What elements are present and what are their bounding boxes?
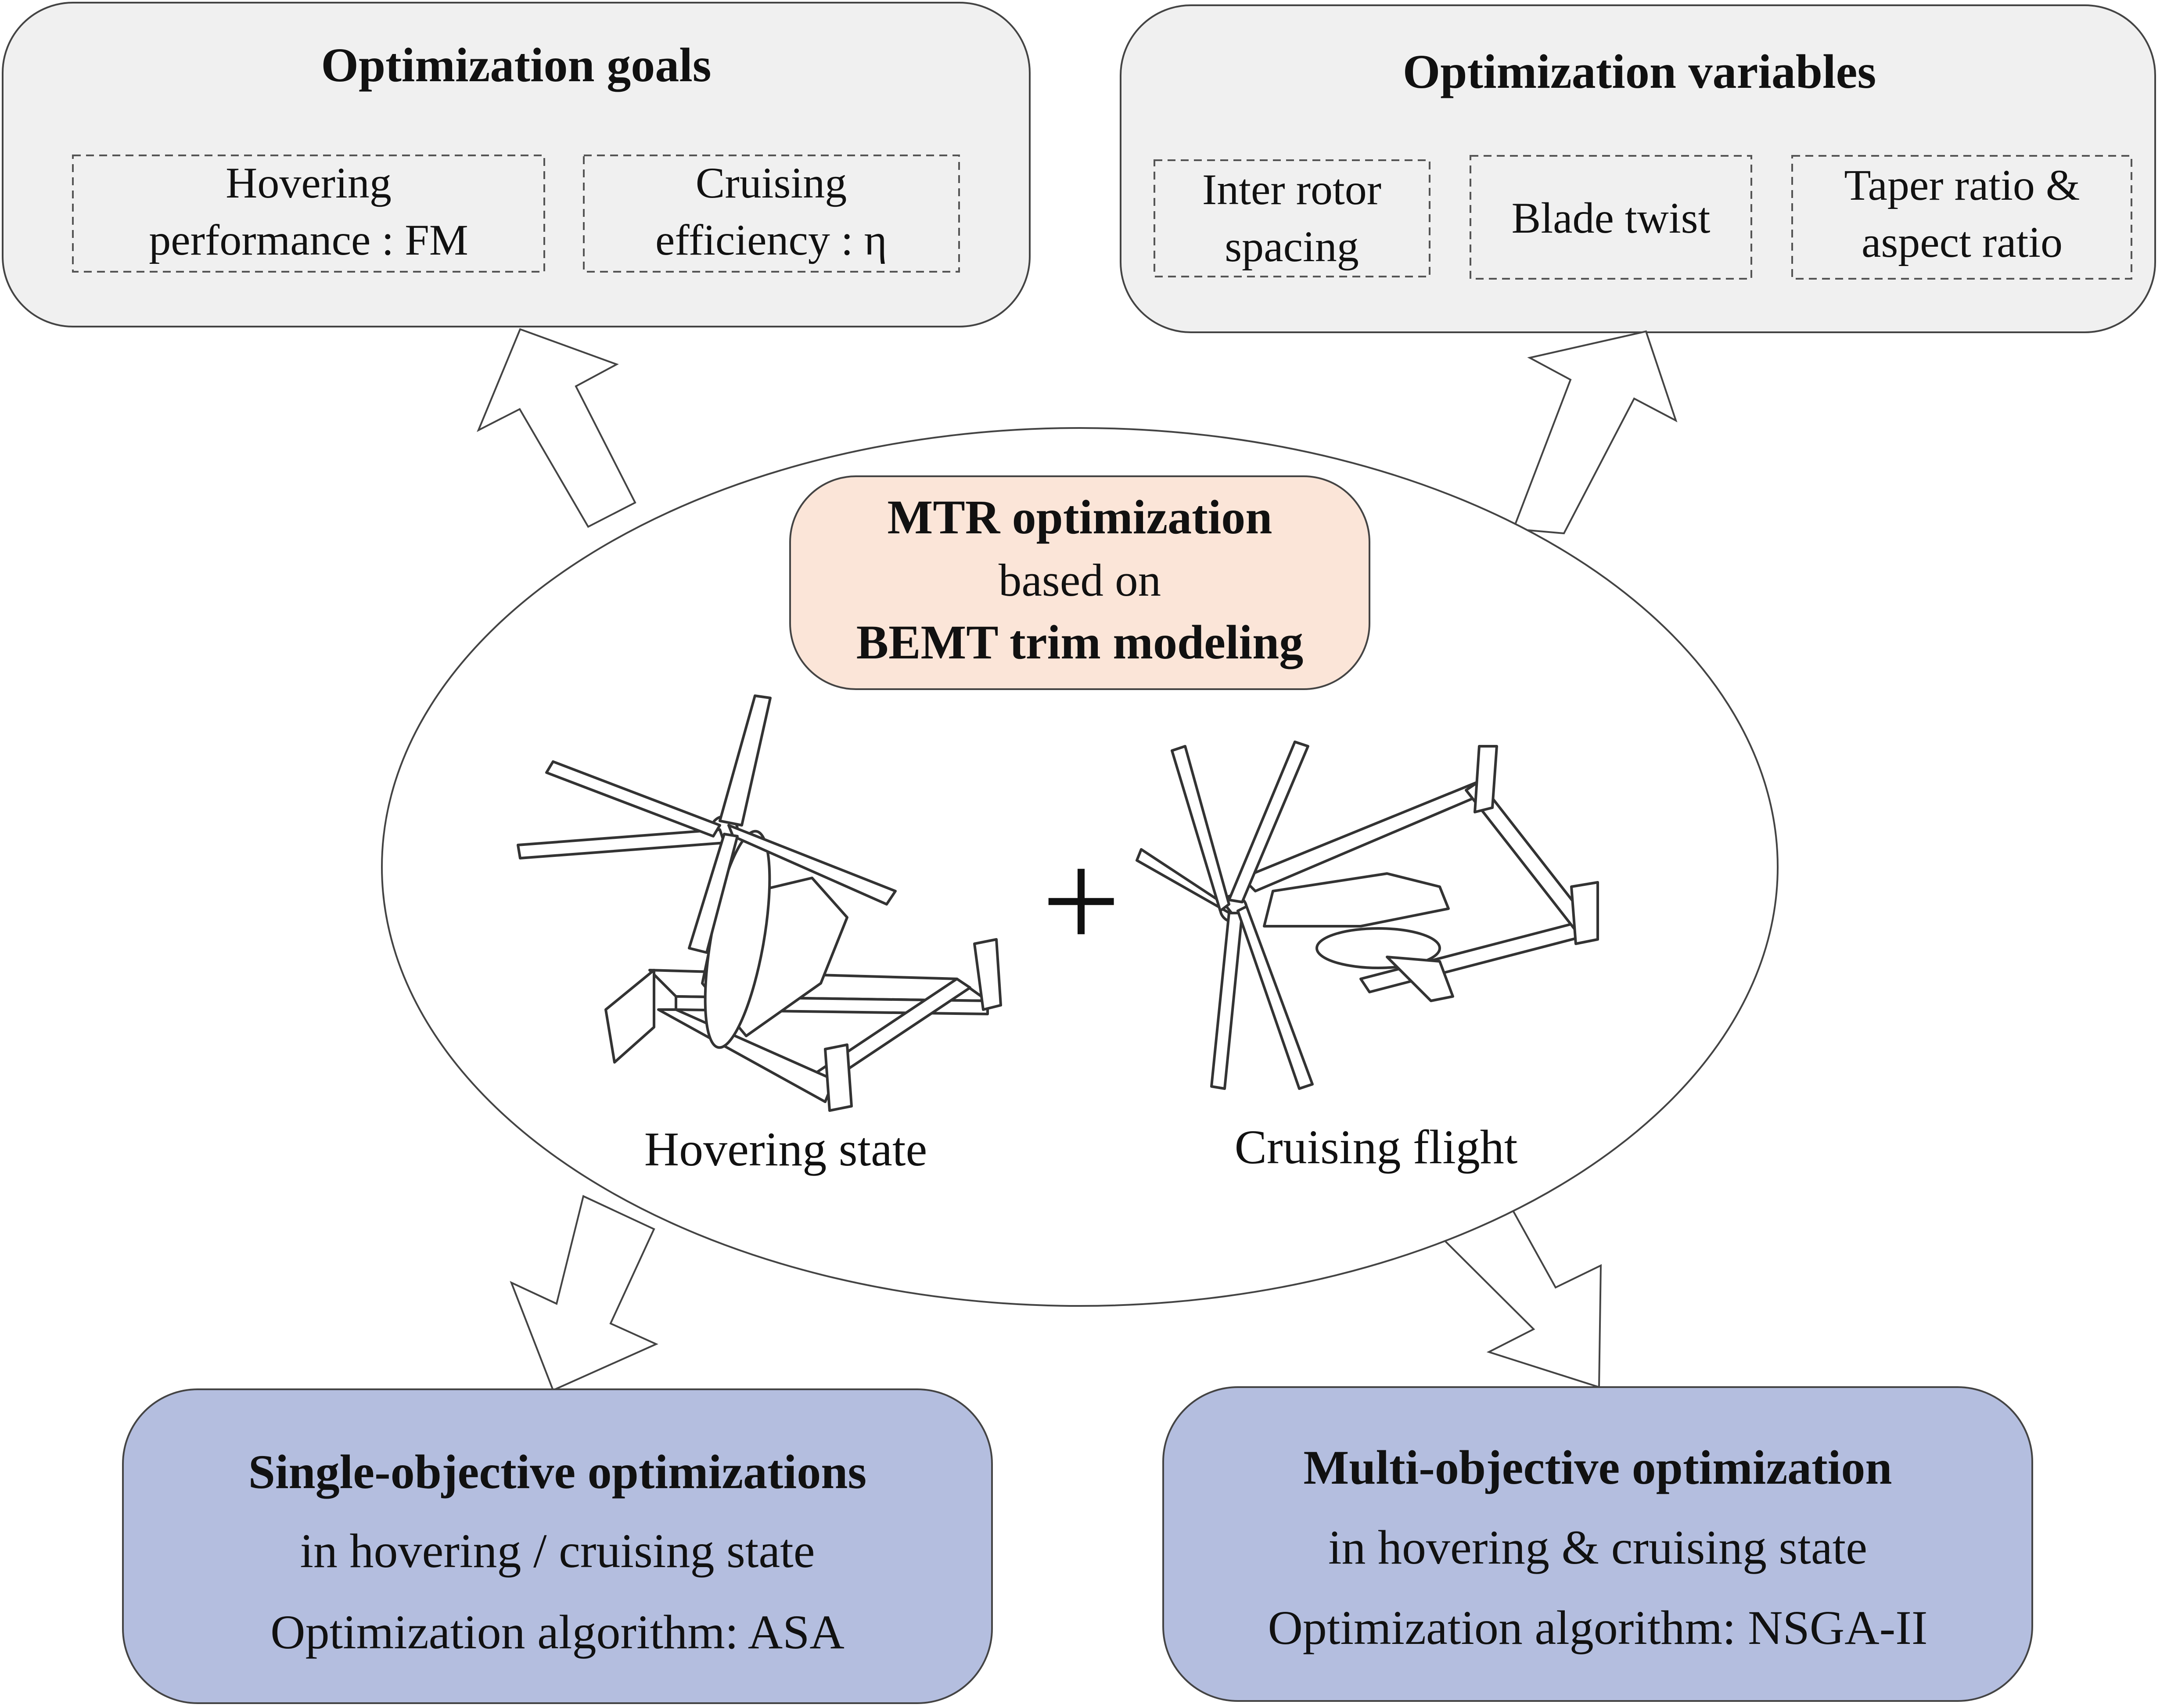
multi-title: Multi-objective optimization (1303, 1441, 1892, 1494)
mtr-subtitle: BEMT trim modeling (856, 615, 1304, 669)
multi-line2: in hovering & cruising state (1328, 1521, 1867, 1574)
goal-box-hovering (72, 155, 545, 273)
single-line3: Optimization algorithm: ASA (270, 1605, 845, 1659)
variable-taper-line2: aspect ratio (1862, 218, 2063, 266)
arrow-to-multi (1440, 1201, 1602, 1388)
hovering-aircraft-illustration (517, 694, 1002, 1112)
variable-taper-line1: Taper ratio & (1844, 161, 2080, 209)
goal-hovering-line2: performance : FM (149, 216, 468, 264)
single-box (122, 1388, 993, 1704)
cruising-aircraft-illustration (1136, 741, 1599, 1090)
goal-cruising-line1: Cruising (696, 158, 847, 207)
mtr-title: MTR optimization (888, 490, 1272, 544)
variable-box-twist (1470, 155, 1752, 280)
goal-hovering-line1: Hovering (226, 158, 392, 207)
optimization-variables-panel: Optimization variables Inter rotor spaci… (1120, 4, 2156, 333)
variable-spacing-line1: Inter rotor (1202, 165, 1381, 214)
mtr-optimization-box: MTR optimization based on BEMT trim mode… (789, 475, 1370, 690)
goals-box (2, 2, 1031, 327)
arrow-to-single (510, 1195, 658, 1392)
variables-title: Optimization variables (1403, 45, 1876, 98)
variables-box (1120, 4, 2156, 333)
central-ellipse (381, 427, 1779, 1307)
goal-cruising-line2: efficiency : η (655, 216, 887, 264)
arrow-to-goals (477, 328, 636, 528)
variable-twist-line1: Blade twist (1512, 194, 1711, 242)
single-title: Single-objective optimizations (248, 1445, 866, 1499)
hovering-caption: Hovering state (644, 1122, 927, 1176)
goals-title: Optimization goals (321, 38, 711, 92)
optimization-goals-panel: Optimization goals Hovering performance … (2, 2, 1031, 327)
multi-box (1162, 1386, 2033, 1702)
variable-box-spacing (1154, 159, 1430, 277)
single-line2: in hovering / cruising state (300, 1524, 815, 1578)
goal-box-cruising (583, 155, 960, 273)
single-objective-panel: Single-objective optimizations in hoveri… (122, 1388, 993, 1704)
variable-box-taper (1791, 155, 2132, 280)
plus-sign: + (1042, 823, 1121, 979)
multi-line3: Optimization algorithm: NSGA-II (1268, 1601, 1927, 1654)
multi-objective-panel: Multi-objective optimization in hovering… (1162, 1386, 2033, 1702)
mtr-middle: based on (999, 554, 1161, 606)
cruising-caption: Cruising flight (1235, 1120, 1518, 1174)
variable-spacing-line2: spacing (1225, 222, 1359, 271)
arrow-to-variables (1512, 330, 1678, 535)
mtr-box (789, 475, 1370, 690)
